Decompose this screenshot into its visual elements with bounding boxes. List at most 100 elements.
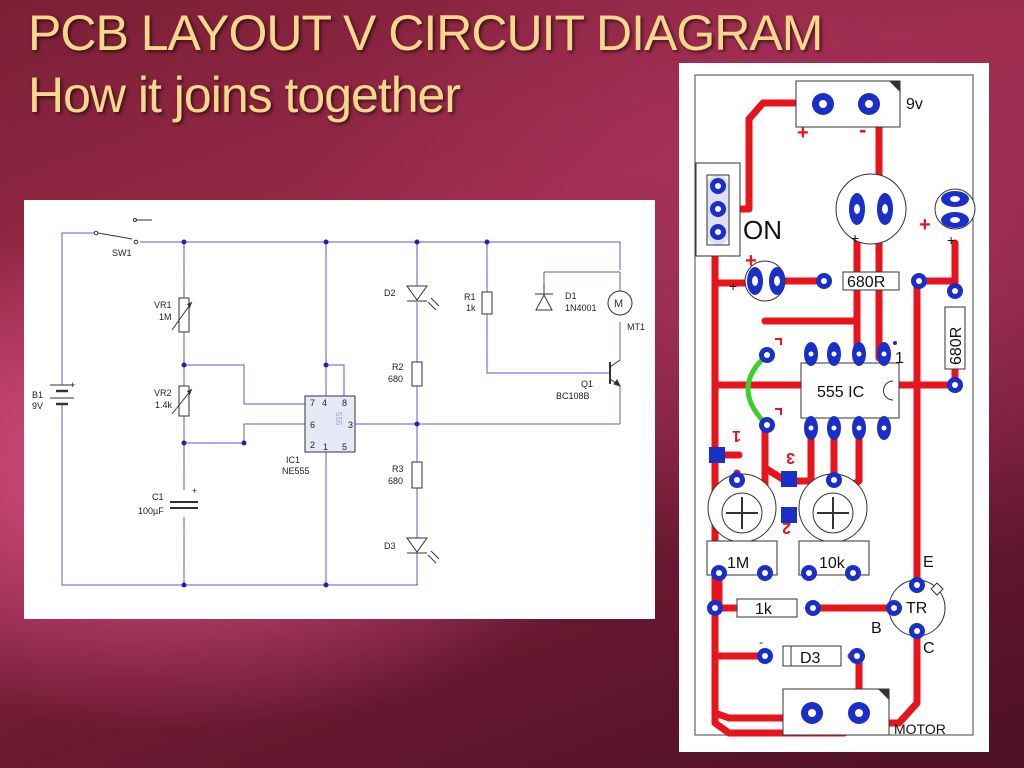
tr-e-label: E <box>923 554 934 571</box>
title-line-2: How it joins together <box>28 67 461 123</box>
ic-555-pcb: 555 IC 1 <box>800 341 904 440</box>
pin-5-label: 5 <box>342 442 347 452</box>
circuit-diagram: SW1 + B1 9V VR1 1M VR2 1.4k + C1 100µF 7 <box>24 200 655 619</box>
r3-label: R3 <box>392 464 404 474</box>
schematic-wires <box>61 232 621 586</box>
pcb-layout: 9v + - ON + + + + + 680R <box>679 63 989 752</box>
pot-num-1: 1 <box>732 427 741 444</box>
pin1-mark: 1 <box>895 350 904 367</box>
jumper-pads <box>759 338 782 433</box>
ic1-label: IC1 <box>286 455 300 465</box>
vr1-label: VR1 <box>154 300 172 310</box>
r2-value: 680 <box>388 374 403 384</box>
capacitor-c1-pcb: + <box>835 173 907 246</box>
r1k-label: 1k <box>755 601 773 618</box>
r2-label: R2 <box>392 362 404 372</box>
pin-7-label: 7 <box>310 398 315 408</box>
tr-label: TR <box>906 600 927 617</box>
pcb-layout-svg: 9v + - ON + + + + + 680R <box>694 74 976 737</box>
pin-6-label: 6 <box>310 420 315 430</box>
r1-label: R1 <box>464 292 476 302</box>
pot-num-3: 3 <box>786 449 795 466</box>
pot-markers: 1 3 2 <box>709 427 797 536</box>
r680-top-label: 680R <box>847 274 885 291</box>
resistor-680r-top: 680R <box>816 271 927 291</box>
pin-8-label: 8 <box>342 398 347 408</box>
vr2-value: 1.4k <box>155 400 173 410</box>
ic-label-pcb: 555 IC <box>817 384 864 401</box>
c1-plus-pcb: + <box>851 230 859 246</box>
c1-label: C1 <box>152 492 164 502</box>
vr2-label: VR2 <box>154 388 172 398</box>
led-left-plus-black: + <box>729 278 737 294</box>
diode-d1: D1 1N4001 <box>535 285 597 313</box>
led-left-pcb: + + <box>729 250 786 302</box>
battery-b1: + B1 9V <box>32 380 75 411</box>
led-left-plus: + <box>745 250 757 272</box>
resistor-r2: R2 680 <box>388 361 423 387</box>
d3-label: D3 <box>384 541 396 551</box>
switch-sw1: SW1 <box>93 218 152 258</box>
ic-body-label: 555 <box>334 412 343 426</box>
junction-dots <box>181 239 490 588</box>
d2-label: D2 <box>384 288 396 298</box>
d3-minus: - <box>759 635 763 649</box>
d1-value: 1N4001 <box>565 303 597 313</box>
tr-b-label: B <box>871 620 882 637</box>
pin-4-label: 4 <box>322 398 327 408</box>
led-d2: D2 <box>384 285 440 311</box>
r3-value: 680 <box>388 476 403 486</box>
mt1-label: MT1 <box>627 322 645 332</box>
vr1-value: 1M <box>159 312 172 322</box>
diode-d3-pcb: D3 - <box>757 635 865 667</box>
d3-label-pcb: D3 <box>800 650 821 667</box>
variable-resistor-vr2: VR2 1.4k <box>154 385 193 417</box>
resistor-680r-side: 680R <box>944 283 966 393</box>
variable-resistor-vr1: VR1 1M <box>154 297 193 333</box>
battery-minus: - <box>859 117 866 142</box>
transistor-q1: Q1 BC108B <box>556 359 621 401</box>
q1-value: BC108B <box>556 391 590 401</box>
transistor-pcb: TR E B C <box>871 554 946 657</box>
b1-label: B1 <box>32 390 43 400</box>
battery-plus: + <box>797 122 809 144</box>
c1-plus: + <box>192 486 197 496</box>
sw1-label: SW1 <box>112 248 132 258</box>
ic-555: 7 4 8 6 3 2 1 5 555 IC1 NE555 <box>282 395 356 476</box>
led-right-plus: + <box>919 214 931 236</box>
led-right-plus-black: + <box>947 232 955 248</box>
pin-1-label: 1 <box>323 442 328 452</box>
motor-mt1: M MT1 <box>607 272 645 332</box>
pin-2-label: 2 <box>310 440 315 450</box>
slide-title: PCB LAYOUT V CIRCUIT DIAGRAM How it join… <box>28 2 823 126</box>
motor-label: MOTOR <box>894 721 946 737</box>
title-line-1: PCB LAYOUT V CIRCUIT DIAGRAM <box>28 5 823 61</box>
d1-label: D1 <box>565 291 577 301</box>
tr-c-label: C <box>923 640 935 657</box>
q1-label: Q1 <box>581 379 593 389</box>
c1-value: 100µF <box>138 506 164 516</box>
capacitor-c1: + C1 100µF <box>138 486 198 516</box>
battery-connector: 9v + - <box>795 80 923 144</box>
motor-connector: MOTOR <box>782 688 946 737</box>
ic1-value: NE555 <box>282 466 310 476</box>
b1-value: 9V <box>32 401 43 411</box>
r680-side-label: 680R <box>948 327 965 365</box>
circuit-diagram-svg: SW1 + B1 9V VR1 1M VR2 1.4k + C1 100µF 7 <box>32 218 645 588</box>
pot-vr2-pcb: 10k <box>798 472 870 581</box>
pot-num-2: 2 <box>782 519 791 536</box>
b1-plus: + <box>70 380 75 390</box>
motor-symbol: M <box>614 298 623 310</box>
r1-value: 1k <box>466 303 476 313</box>
resistor-r1: R1 1k <box>464 291 493 315</box>
pot-vr1-pcb: 1M <box>706 472 778 581</box>
vr2-value-pcb: 10k <box>819 555 846 572</box>
jumper-wire <box>745 353 769 427</box>
vr1-value-pcb: 1M <box>727 555 749 572</box>
led-right-pcb: + + <box>919 188 976 248</box>
on-label: ON <box>743 215 782 245</box>
battery-label: 9v <box>906 96 923 113</box>
pin-3-label: 3 <box>348 420 353 430</box>
led-d3: D3 <box>384 537 440 564</box>
resistor-r3: R3 680 <box>388 461 423 489</box>
